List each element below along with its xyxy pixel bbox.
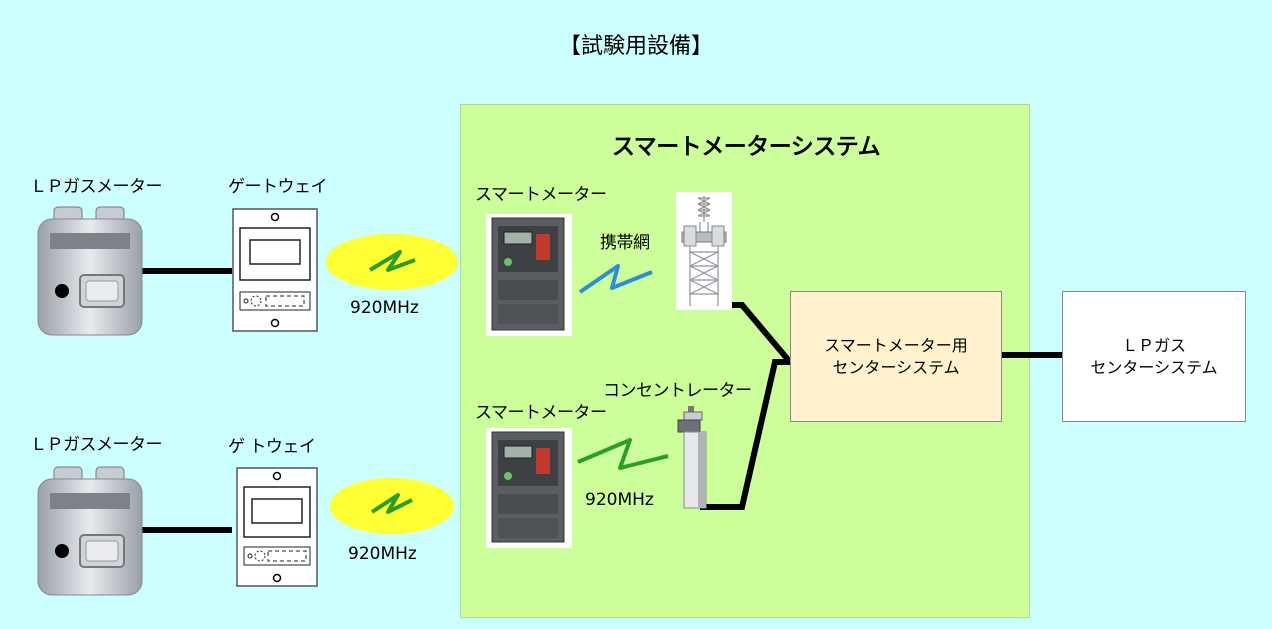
mobile-network-label: 携帯網 — [600, 233, 650, 253]
wireless-zigzag-bottom — [370, 493, 413, 514]
smart-meter-system-title: スマートメーターシステム — [611, 134, 881, 160]
cell-tower-icon — [676, 192, 732, 310]
concentrator-icon — [677, 406, 707, 509]
smart-meter-center-line2: センターシステム — [832, 357, 960, 377]
smart-meter-center-system-box: スマートメーター用 センターシステム — [790, 291, 1002, 422]
smart-meter-icon-bottom — [486, 428, 572, 548]
lp-gas-center-system-box: ＬＰガス センターシステム — [1062, 291, 1246, 422]
concentrator-label: コンセントレーター — [603, 381, 752, 401]
wireless-zigzag-top — [368, 250, 416, 272]
lp-gas-center-line2: センターシステム — [1090, 357, 1218, 377]
lp-gas-meter-icon-top — [37, 206, 143, 336]
lp-gas-meter-label-bottom: ＬＰガスメーター — [30, 435, 163, 455]
wireless-freq-top: 920MHz — [350, 298, 419, 318]
wireless-freq-bottom: 920MHz — [348, 544, 417, 564]
lp-gas-meter-icon-bottom — [37, 466, 143, 596]
gateway-icon-top — [232, 208, 318, 332]
lp-gas-center-line1: ＬＰガス — [1121, 335, 1186, 355]
diagram-title: 【試験用設備】 — [558, 34, 713, 59]
lp-gas-meter-label-top: ＬＰガスメーター — [30, 177, 163, 197]
smart-meter-icon-top — [486, 214, 572, 336]
gateway-label-top: ゲートウェイ — [228, 177, 328, 197]
gateway-label-bottom: ゲ トウェイ — [228, 437, 316, 457]
gateway-icon-bottom — [236, 467, 318, 587]
smart-meter-label-top: スマートメーター — [475, 185, 607, 205]
mobile-zigzag — [578, 264, 653, 294]
concentrator-zigzag — [577, 438, 669, 470]
wire-tower-center — [702, 302, 793, 364]
wire-concentrator-center — [700, 359, 790, 510]
smart-meter-label-bottom: スマートメーター — [475, 403, 607, 423]
concentrator-freq: 920MHz — [585, 490, 654, 510]
smart-meter-center-line1: スマートメーター用 — [824, 335, 968, 355]
